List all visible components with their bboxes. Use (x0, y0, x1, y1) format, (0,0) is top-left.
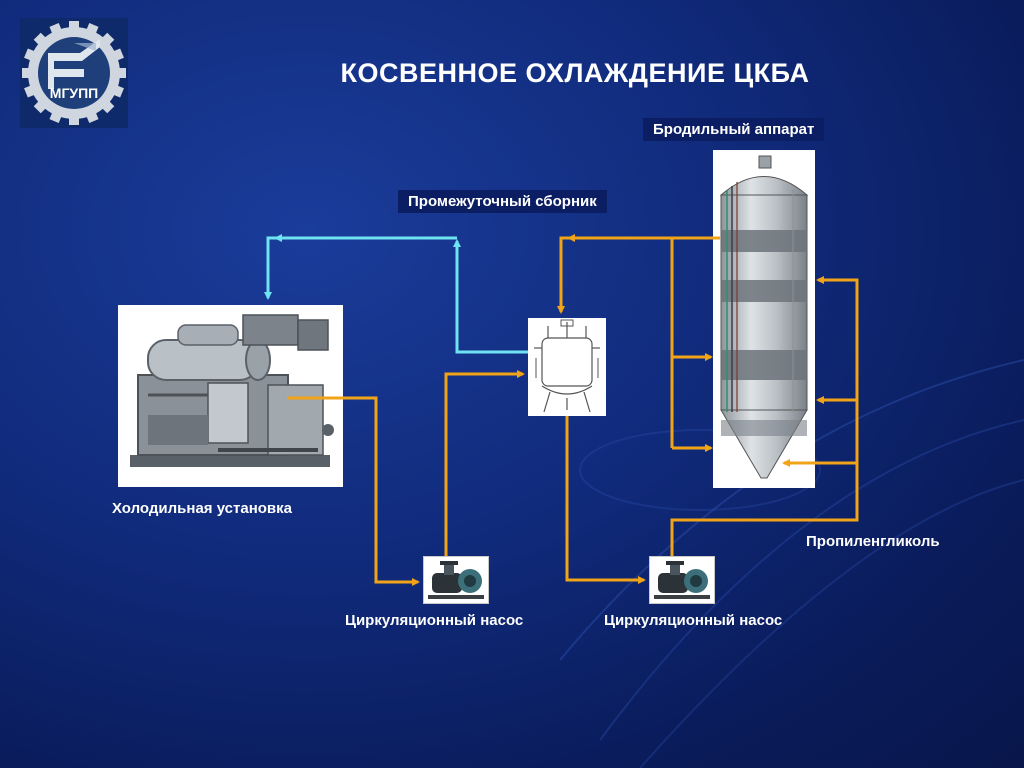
pump-1-label: Циркуляционный насос (345, 612, 524, 629)
warm-pipe-pump2-up (670, 276, 859, 556)
chiller-label: Холодильная установка (112, 500, 292, 517)
warm-pipe-collector-to-pump2 (565, 416, 646, 584)
warm-pipe-chiller-to-pump1 (287, 396, 420, 586)
fermenter-tank-image (713, 150, 815, 488)
mgupp-logo-icon: МГУПП (20, 18, 128, 128)
pump-1 (423, 556, 489, 604)
pump-2 (649, 556, 715, 604)
warm-pipe-tank-return-top (557, 236, 720, 314)
page-title: КОСВЕННОЕ ОХЛАЖДЕНИЕ ЦКБА (340, 58, 810, 88)
pump-icon (428, 561, 484, 599)
mgupp-logo: МГУПП (20, 18, 128, 128)
warm-pipe-pump1-to-collector (444, 370, 525, 556)
cold-pipe-collector-to-top (453, 239, 528, 354)
collector-vessel-image (528, 318, 606, 416)
collector-label: Промежуточный сборник (398, 190, 607, 213)
pump-2-label: Циркуляционный насос (604, 612, 783, 629)
pump-icon (654, 561, 710, 599)
glycol-label: Пропиленгликоль (806, 533, 940, 550)
fermenter-label: Бродильный аппарат (643, 118, 825, 141)
logo-text: МГУПП (50, 85, 98, 101)
chiller-image (118, 305, 343, 487)
cold-pipe-top-to-chiller (264, 236, 457, 300)
